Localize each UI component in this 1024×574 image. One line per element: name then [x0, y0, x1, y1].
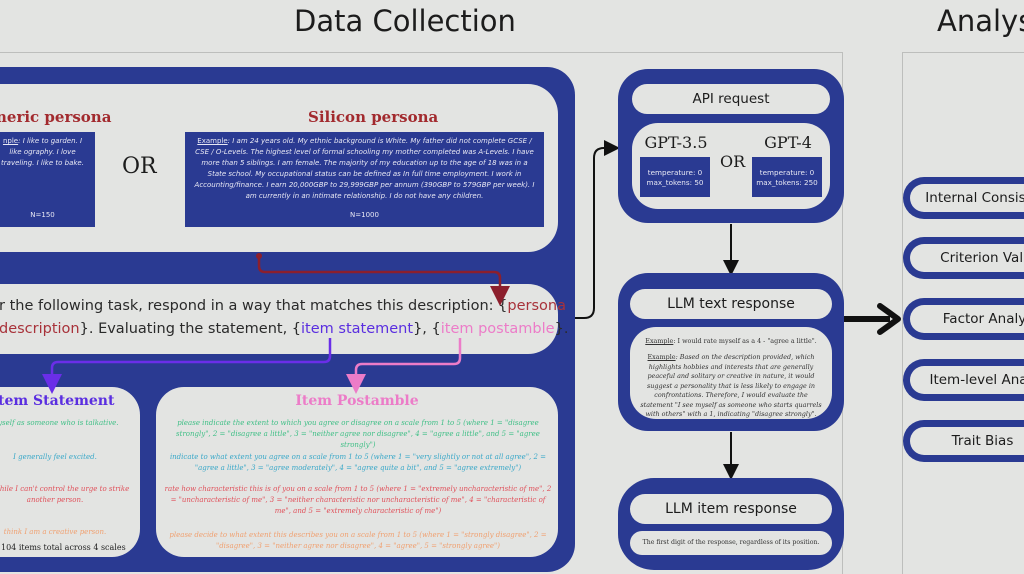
llm-text-example-2: Example: Based on the description provid… [640, 353, 822, 420]
prompt-text: r the following task, respond in a way t… [0, 298, 508, 314]
item-postamble-example: indicate to what extent you agree on a s… [169, 453, 547, 472]
model-name-gpt35: GPT-3.5 [644, 133, 708, 152]
prompt-statement-placeholder: item statement [301, 321, 414, 337]
example-text: : Based on the description provided, whi… [640, 353, 822, 418]
generic-example-text: : I like to garden. I like ography. I lo… [1, 137, 84, 167]
example-text: : I would rate myself as a 4 - "agree a … [673, 337, 817, 345]
generic-example-label: nple [2, 137, 19, 145]
item-postamble-example: please decide to what extent this descri… [169, 531, 547, 550]
gpt4-params-box: temperature: 0 max_tokens: 250 [752, 157, 822, 197]
prompt-text: }, { [413, 321, 441, 337]
silicon-example-label: Example [197, 137, 228, 145]
llm-item-response-block [618, 478, 844, 570]
item-postamble-box [156, 387, 558, 557]
gpt35-params-box: temperature: 0 max_tokens: 50 [640, 157, 710, 197]
item-statement-footer: 104 items total across 4 scales [1, 543, 126, 552]
item-statement-example: think I am a creative person. [3, 528, 107, 536]
analysis-item-label: Internal Consis [925, 190, 1024, 206]
prompt-text: }. [554, 321, 569, 337]
silicon-example-text: : I am 24 years old. My ethnic backgroun… [194, 137, 535, 200]
analysis-item-trait-bias[interactable]: Trait Bias [903, 420, 1024, 462]
prompt-persona-placeholder: persona [507, 298, 566, 314]
collection-to-analysis-arrowhead [877, 303, 901, 335]
item-statement-title: tem Statement [0, 393, 115, 409]
llm-text-example-1: Example: I would rate myself as a 4 - "a… [640, 337, 822, 347]
llm-item-response-desc-box: The first digit of the response, regardl… [630, 531, 832, 555]
silicon-persona-example-box: Example: I am 24 years old. My ethnic ba… [185, 132, 544, 227]
persona-or-label: OR [122, 154, 157, 179]
analysis-item-criterion-validity[interactable]: Criterion Vali [903, 237, 1024, 279]
llm-text-response-examples [630, 327, 832, 419]
silicon-persona-title: Silicon persona [308, 108, 439, 126]
llm-text-response-header: LLM text response [630, 289, 832, 319]
item-postamble-title: Item Postamble [295, 393, 419, 409]
analysis-item-item-level-analysis[interactable]: Item-level Ana [903, 359, 1024, 401]
prompt-template-line-1: r the following task, respond in a way t… [0, 295, 566, 318]
llm-item-response-title: LLM item response [665, 501, 797, 517]
llm-item-response-description: The first digit of the response, regardl… [642, 539, 820, 546]
item-statement-example: n a while I can't control the urge to st… [0, 485, 130, 504]
generic-persona-title: neric persona [0, 108, 112, 126]
api-request-header: API request [632, 84, 830, 114]
generic-persona-n: N=150 [30, 211, 55, 219]
analysis-item-label: Item-level Ana [929, 372, 1024, 388]
item-postamble-example: rate how characteristic this is of you o… [164, 485, 552, 515]
llm-item-response-header: LLM item response [630, 494, 832, 524]
model-or-label: OR [720, 152, 746, 171]
generic-persona-example-box: nple: I like to garden. I like ography. … [0, 132, 95, 227]
prompt-text: }. Evaluating the statement, { [79, 321, 302, 337]
analysis-item-label: Criterion Vali [940, 250, 1024, 266]
item-statement-box [0, 387, 140, 557]
data-collection-title: Data Collection [294, 4, 516, 38]
item-statement-example: I generally feel excited. [13, 453, 97, 461]
llm-text-response-title: LLM text response [667, 296, 795, 312]
prompt-postamble-placeholder: item postamble [440, 321, 555, 337]
gpt35-max-tokens: max_tokens: 50 [646, 178, 704, 187]
prompt-persona-placeholder-cont: description [0, 321, 80, 337]
analysis-item-label: Trait Bias [951, 433, 1014, 449]
api-request-title: API request [692, 91, 770, 107]
gpt35-temperature: temperature: 0 [647, 168, 703, 177]
gpt4-temperature: temperature: 0 [759, 168, 815, 177]
example-label: Example [647, 353, 676, 361]
model-name-gpt4: GPT-4 [764, 133, 812, 152]
analysis-item-factor-analysis[interactable]: Factor Analy [903, 298, 1024, 340]
prompt-template-line-2: description}. Evaluating the statement, … [0, 318, 568, 341]
item-statement-example: myself as someone who is talkative. [0, 419, 119, 427]
silicon-persona-n: N=1000 [350, 211, 379, 219]
example-label: Example [645, 337, 674, 345]
gpt4-max-tokens: max_tokens: 250 [756, 178, 818, 187]
analysis-item-internal-consistency[interactable]: Internal Consis [903, 177, 1024, 219]
item-postamble-example: please indicate the extent to which you … [176, 419, 540, 449]
analysis-title: Analys [937, 4, 1024, 38]
analysis-item-label: Factor Analy [942, 311, 1024, 327]
